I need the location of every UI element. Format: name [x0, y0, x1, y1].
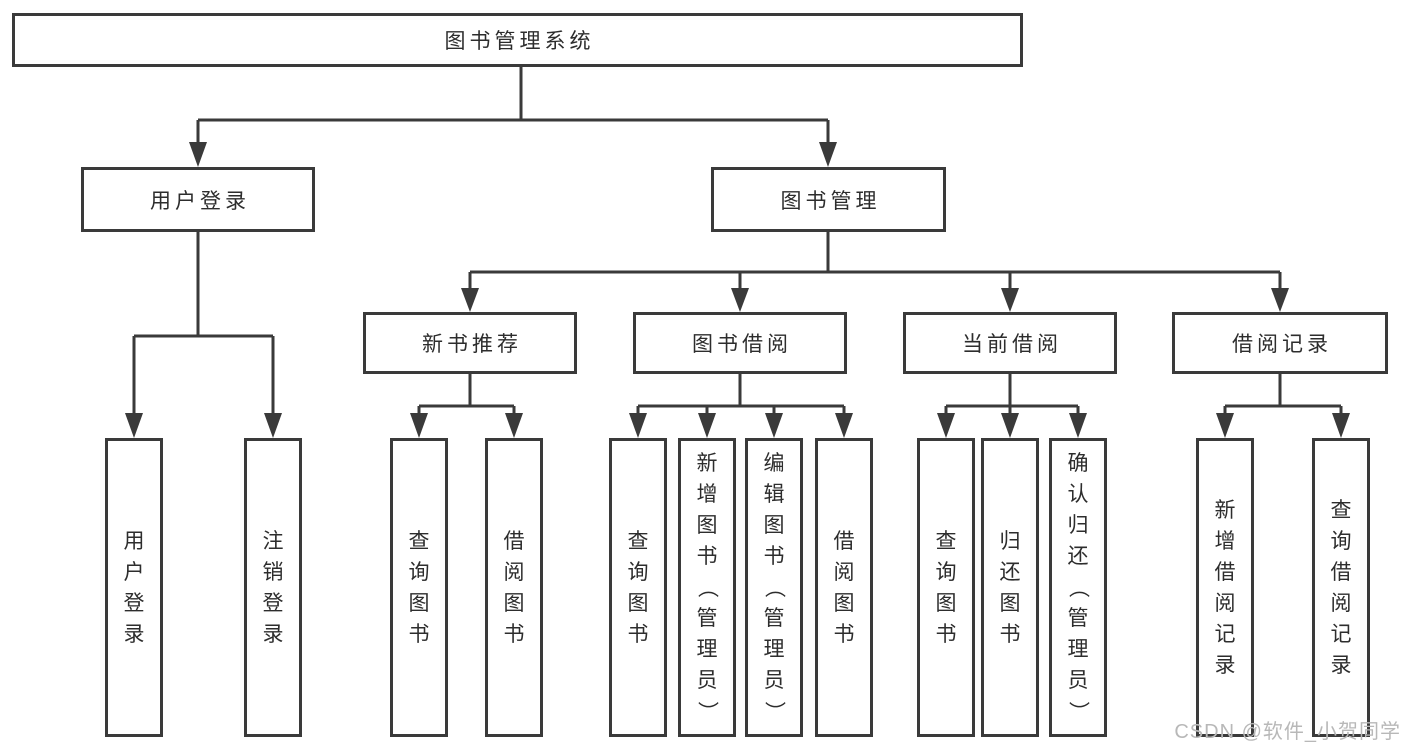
leaf-add-borrow-record: 新增借阅记录	[1196, 438, 1254, 737]
arrow-down-icon	[835, 413, 853, 438]
arrow-down-icon	[937, 413, 955, 438]
arrow-down-icon	[731, 288, 749, 312]
arrow-down-icon	[505, 413, 523, 438]
arrow-down-icon	[1069, 413, 1087, 438]
box-user-login: 用户登录	[81, 167, 315, 232]
arrow-down-icon	[189, 142, 207, 167]
arrow-down-icon	[125, 413, 143, 438]
leaf-confirm-return-admin: 确认归还（管理员）	[1049, 438, 1107, 737]
leaf-edit-book-admin: 编辑图书（管理员）	[745, 438, 803, 737]
leaf-query-books: 查询图书	[390, 438, 448, 737]
leaf-query-borrow-record: 查询借阅记录	[1312, 438, 1370, 737]
arrow-down-icon	[410, 413, 428, 438]
leaf-query-books: 查询图书	[917, 438, 975, 737]
leaf-add-book-admin: 新增图书（管理员）	[678, 438, 736, 737]
arrow-down-icon	[819, 142, 837, 167]
connector-lines	[132, 66, 1343, 415]
box-book-management: 图书管理	[711, 167, 946, 232]
arrow-down-icon	[1001, 288, 1019, 312]
leaf-borrow-books: 借阅图书	[485, 438, 543, 737]
root-box-book-management-system: 图书管理系统	[12, 13, 1023, 67]
arrow-down-icon	[1332, 413, 1350, 438]
arrow-down-icon	[1271, 288, 1289, 312]
arrow-down-icon	[461, 288, 479, 312]
arrow-down-icon	[765, 413, 783, 438]
arrow-down-icon	[1001, 413, 1019, 438]
leaf-logout-login: 注销登录	[244, 438, 302, 737]
box-book-borrowing: 图书借阅	[633, 312, 847, 374]
box-borrowing-records: 借阅记录	[1172, 312, 1388, 374]
leaf-user-login: 用户登录	[105, 438, 163, 737]
leaf-query-books: 查询图书	[609, 438, 667, 737]
box-current-borrowing: 当前借阅	[903, 312, 1117, 374]
leaf-borrow-books: 借阅图书	[815, 438, 873, 737]
arrow-down-icon	[629, 413, 647, 438]
arrow-down-icon	[1216, 413, 1234, 438]
arrow-down-icon	[264, 413, 282, 438]
csdn-watermark: CSDN @软件_小贺同学	[1174, 721, 1401, 743]
arrow-down-icon	[698, 413, 716, 438]
leaf-return-books: 归还图书	[981, 438, 1039, 737]
box-new-book-recommendation: 新书推荐	[363, 312, 577, 374]
arrowhead-icons	[125, 142, 1350, 438]
